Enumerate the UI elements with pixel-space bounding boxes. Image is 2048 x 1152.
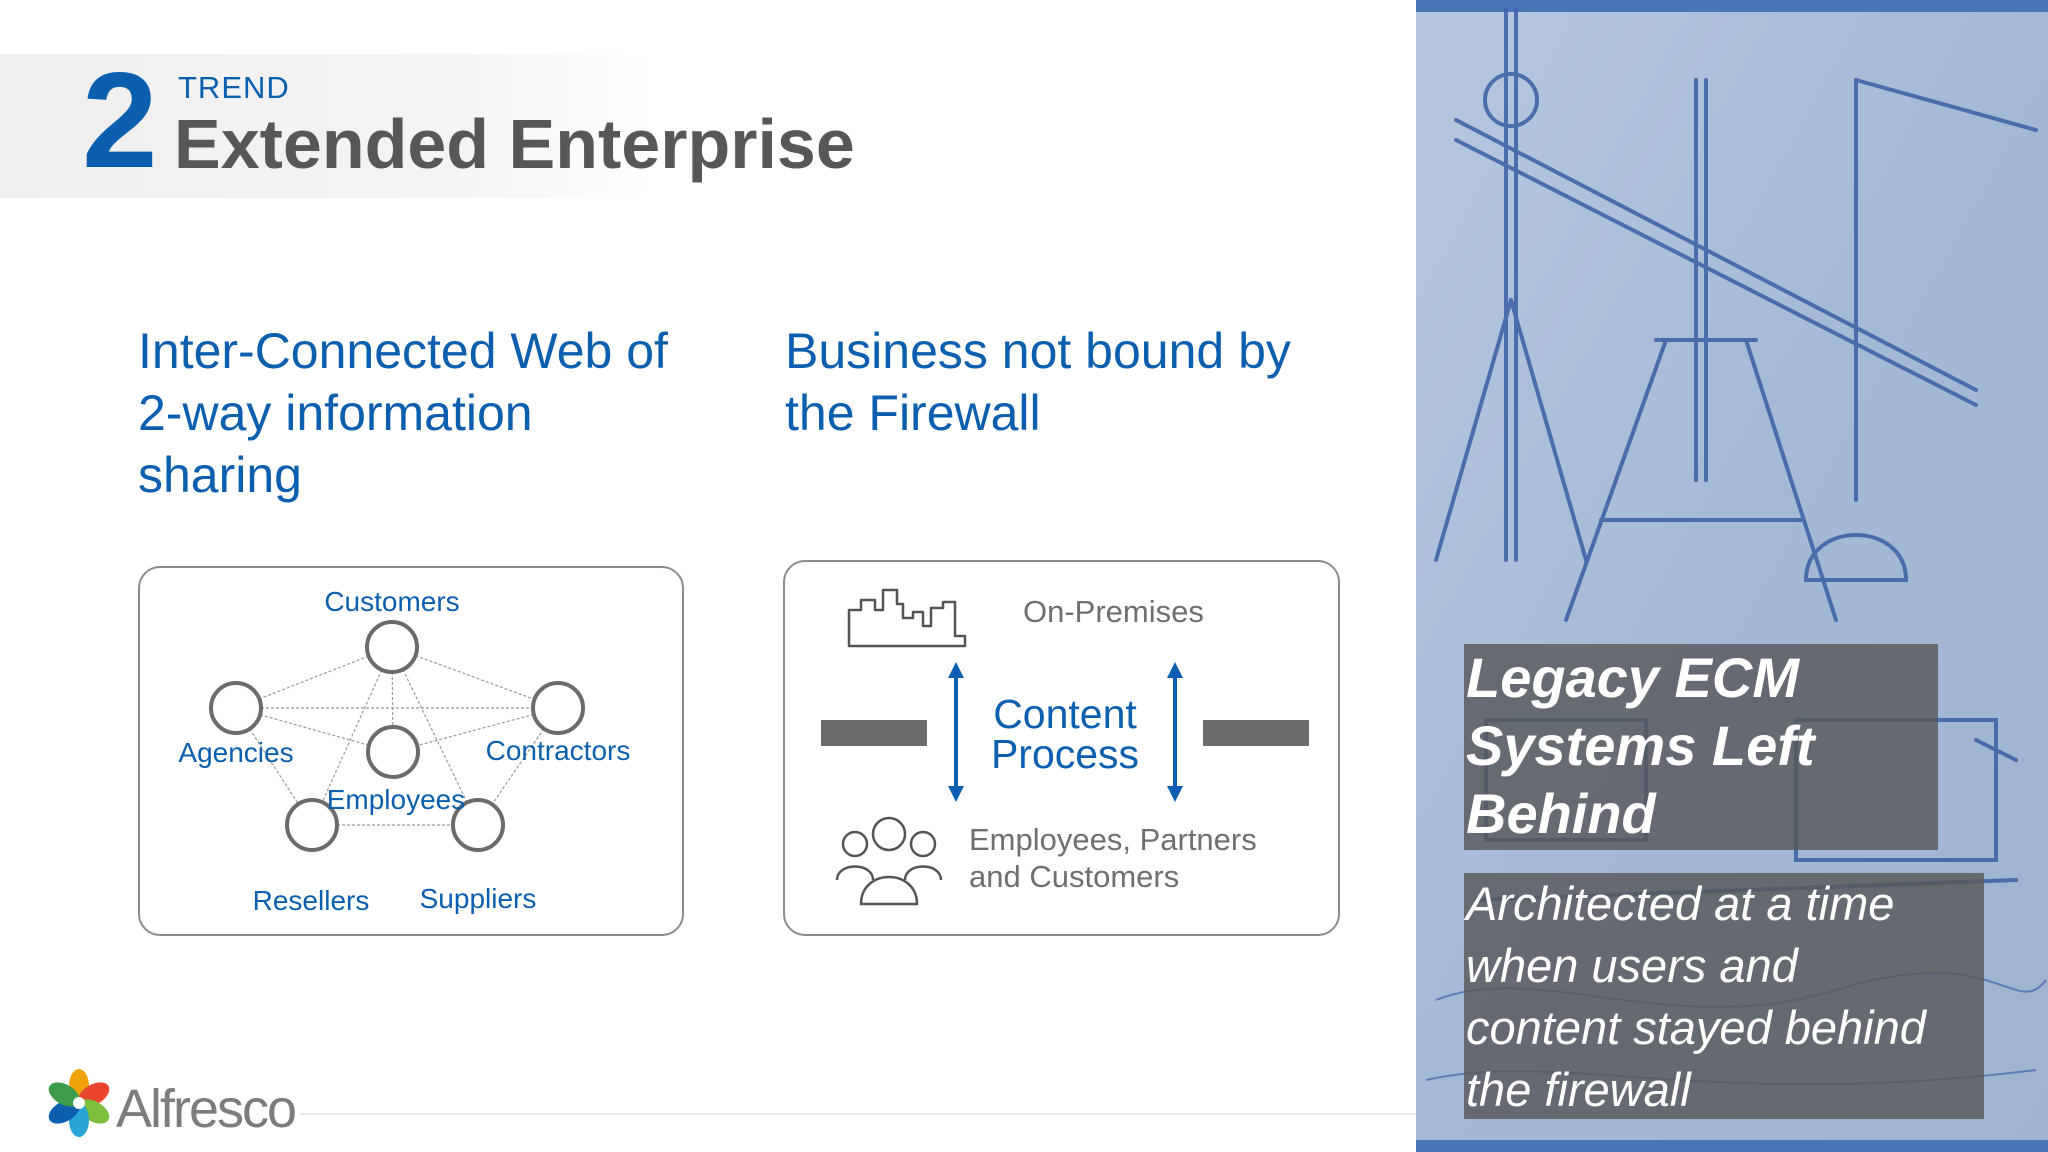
header-band — [0, 54, 650, 198]
label-resellers: Resellers — [253, 885, 370, 916]
label-employees: Employees — [327, 784, 466, 815]
network-diagram: Customers Agencies Contractors Employees… — [138, 566, 684, 936]
left-section-heading: Inter-Connected Web of 2-way information… — [138, 320, 698, 506]
arrow-right-icon — [1167, 662, 1183, 802]
left-heading-line-3: sharing — [138, 447, 302, 503]
label-agencies: Agencies — [178, 737, 293, 768]
firewall-svg: On-Premises Content Process — [821, 588, 1309, 906]
node-employees — [366, 725, 420, 779]
firewall-bar-right — [1203, 720, 1309, 746]
people-icon — [835, 816, 943, 906]
city-skyline-icon — [847, 588, 967, 648]
node-agencies — [209, 681, 263, 735]
caption-title-line-1: Legacy ECM — [1466, 646, 1799, 709]
trend-number: 2 — [82, 44, 158, 196]
caption-title-box: Legacy ECM Systems Left Behind — [1464, 644, 1938, 850]
network-nodes — [209, 620, 585, 852]
alfresco-flower-icon — [48, 1069, 110, 1137]
right-heading-line-2: the Firewall — [785, 385, 1041, 441]
caption-title-line-2: Systems Left — [1466, 714, 1815, 777]
firewall-bar-left — [821, 720, 927, 746]
node-customers — [365, 620, 419, 674]
caption-body-box: Architected at a time when users and con… — [1464, 873, 1984, 1119]
network-svg: Customers Agencies Contractors Employees… — [178, 586, 631, 916]
label-customers: Customers — [324, 586, 459, 617]
label-suppliers: Suppliers — [420, 883, 537, 914]
people-label-line-2: and Customers — [969, 859, 1179, 894]
footer-divider — [300, 1113, 1416, 1115]
caption-body-line-1: Architected at a time — [1466, 877, 1895, 930]
caption-body-line-3: content stayed behind — [1466, 1001, 1926, 1054]
trend-label: TREND — [178, 70, 290, 105]
on-premises-label: On-Premises — [1023, 594, 1204, 629]
people-label-line-1: Employees, Partners — [969, 822, 1257, 857]
process-label: Process — [991, 731, 1139, 777]
content-label: Content — [993, 691, 1137, 737]
page-title: Extended Enterprise — [174, 105, 855, 183]
node-resellers — [285, 798, 339, 852]
right-section-heading: Business not bound by the Firewall — [785, 320, 1345, 444]
label-contractors: Contractors — [486, 735, 631, 766]
caption-body-line-4: the firewall — [1466, 1063, 1691, 1116]
caption-title-line-3: Behind — [1466, 782, 1656, 845]
arrow-left-icon — [948, 662, 964, 802]
alfresco-logo-text: Alfresco — [116, 1079, 297, 1139]
node-contractors — [531, 681, 585, 735]
caption-body-line-2: when users and — [1466, 939, 1798, 992]
right-heading-line-1: Business not bound by — [785, 323, 1291, 379]
left-heading-line-2: 2-way information — [138, 385, 533, 441]
node-suppliers — [451, 798, 505, 852]
left-heading-line-1: Inter-Connected Web of — [138, 323, 668, 379]
firewall-diagram: On-Premises Content Process — [783, 560, 1340, 936]
